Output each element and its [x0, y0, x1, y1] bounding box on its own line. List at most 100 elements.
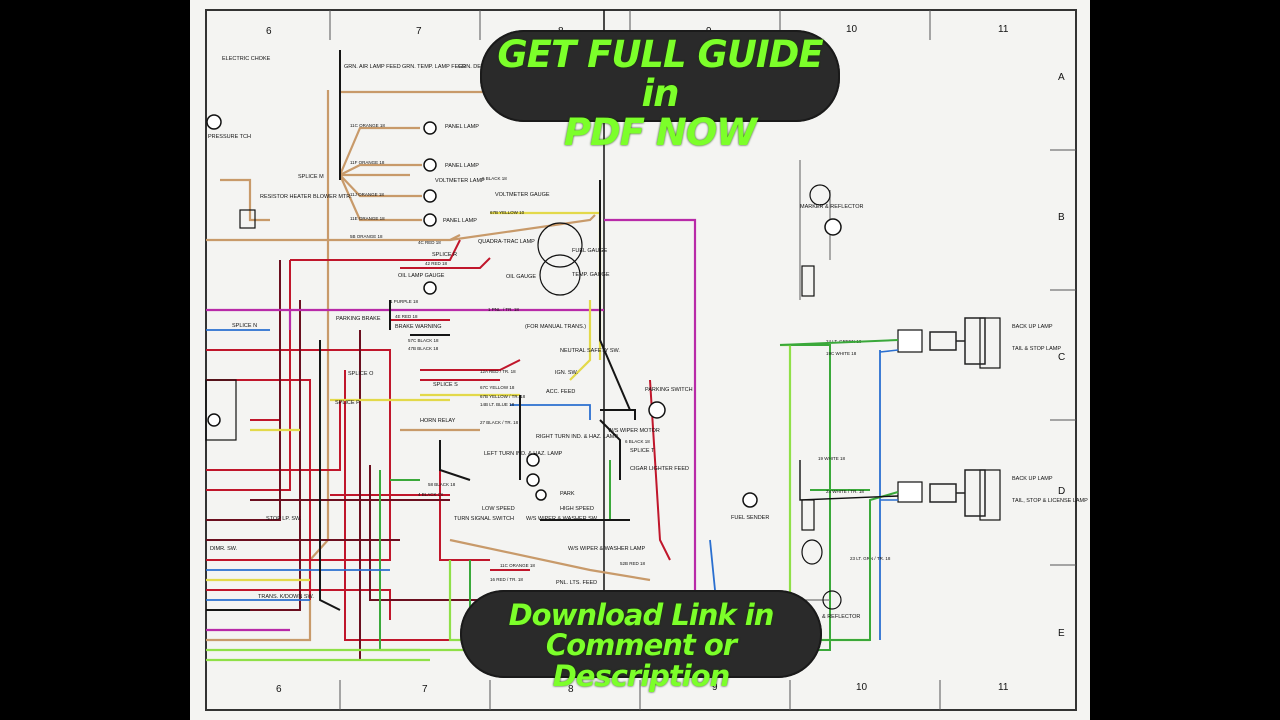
label-grn-air-lamp: GRN. AIR LAMP FEED: [344, 64, 401, 70]
row-label-e: E: [1058, 628, 1065, 639]
col-label-top-10: 10: [846, 24, 858, 35]
label-splice-m: SPLICE M: [298, 174, 324, 180]
col-label-bottom-9: 9: [712, 682, 718, 693]
label-oil-lamp-gauge: OIL LAMP GAUGE: [398, 273, 445, 279]
gray-wires: [790, 160, 831, 601]
wire-label-7: 4E RED 18: [395, 314, 418, 319]
label-ws-wiper-washer-lamp: W/S WIPER & WASHER LAMP: [568, 546, 645, 552]
banner-top-line-2: PDF NOW: [563, 110, 757, 154]
col-label-top-6: 6: [266, 26, 272, 37]
wire-label-26: 67B YELLOW 10: [490, 210, 525, 215]
orange-wires: [206, 90, 651, 642]
banner-top-line-1: GET FULL GUIDE in: [497, 33, 823, 115]
wire-label-2: 11F ORANGE 18: [350, 160, 385, 165]
col-label-bottom-10: 10: [856, 682, 868, 693]
lamp-symbols: [206, 114, 842, 508]
wire-label-21: 19 WHITE 18: [818, 456, 846, 461]
wire-label-29: 11C ORANGE 18: [500, 563, 535, 568]
label-acc-feed: ACC. FEED: [546, 389, 575, 395]
label-trans-kickdown: TRANS. K/DOWN SW.: [258, 594, 314, 600]
label-brake-warning: BRAKE WARNING: [395, 324, 442, 330]
label-oil-gauge: OIL GAUGE: [506, 274, 536, 280]
banner-bottom-line-1: Download Link in: [508, 598, 775, 632]
get-full-guide-banner[interactable]: GET FULL GUIDE in PDF NOW: [480, 30, 840, 152]
label-voltmeter-gauge: VOLTMETER GAUGE: [495, 192, 550, 198]
wire-label-1: 11C ORANGE 18: [350, 123, 385, 128]
diagram-border: [205, 9, 1077, 711]
wire-label-3: 11J ORANGE 18: [350, 192, 384, 197]
label-splice-s: SPLICE S: [433, 382, 458, 388]
label-left-turn: LEFT TURN IND. & HAZ. LAMP: [484, 451, 563, 457]
wire-label-30: 16 RED / TR. 18: [490, 577, 523, 582]
maroon-wires: [206, 260, 490, 660]
banner-bottom-line-2: Comment or Description: [545, 628, 737, 693]
label-cigar-lighter: CIGAR LIGHTER FEED: [630, 466, 689, 472]
purple-wires: [206, 218, 697, 680]
col-label-bottom-6: 6: [276, 684, 282, 695]
label-back-up-lamp-2: BACK UP LAMP: [1012, 476, 1053, 482]
col-label-bottom-7: 7: [422, 684, 428, 695]
label-voltmeter-lamp: VOLTMETER LAMP: [435, 178, 485, 184]
col-label-bottom-8: 8: [568, 684, 574, 695]
label-pnl-lts-feed: PNL. LTS. FEED: [556, 580, 597, 586]
label-tail-stop-lamp: TAIL & STOP LAMP: [1012, 346, 1061, 352]
label-parking-brake: PARKING BRAKE: [336, 316, 381, 322]
label-neutral-safety: NEUTRAL SAFETY SW.: [560, 348, 620, 354]
download-link-banner[interactable]: Download Link in Comment or Description: [460, 590, 822, 691]
wire-label-24: 4 BLACK 18: [418, 492, 443, 497]
label-ign-sw: IGN. SW.: [555, 370, 578, 376]
label-splice-t: SPLICE T: [630, 448, 655, 454]
label-dimr-sw: DIMR. SW.: [210, 546, 238, 552]
wire-label-17: 27 BLACK / TR. 18: [480, 420, 519, 425]
wire-label-5: 5B ORANGE 18: [350, 234, 383, 239]
label-back-up-lamp-1: BACK UP LAMP: [1012, 324, 1053, 330]
label-temp-gauge: TEMP. GAUGE: [572, 272, 610, 278]
label-quadra-trac: QUADRA-TRAC LAMP: [478, 239, 535, 245]
row-label-b: B: [1058, 212, 1065, 223]
wire-label-15: 67B YELLOW / TR. 18: [480, 394, 526, 399]
label-right-turn: RIGHT TURN IND. & HAZ. LAMP: [536, 434, 618, 440]
wire-label-10: 1 PNL. / TR. 18: [488, 307, 519, 312]
label-marker-reflector-top: MARKER & REFLECTOR: [800, 204, 863, 210]
row-label-d: D: [1058, 486, 1065, 497]
wire-label-23: 6 BLACK 18: [625, 439, 650, 444]
label-high-speed: HIGH SPEED: [560, 506, 594, 512]
label-grn-temp-lamp: GRN. TEMP. LAMP FEED: [402, 64, 466, 70]
wire-label-9: 1 PURPLE 18: [390, 299, 419, 304]
label-resistor-heater: RESISTOR HEATER BLOWER MTR.: [260, 194, 352, 200]
wire-label-19: 19C WHITE 18: [826, 351, 857, 356]
label-stop-lp: STOP LP. SW.: [266, 516, 302, 522]
wiring-diagram: 6 7 8 9 10 11 6 7 8 9 10 11 A B C D E: [205, 9, 1088, 711]
right-letterbox: [1090, 0, 1280, 720]
label-ws-wiper-motor: W/S WIPER MOTOR: [608, 428, 660, 434]
wire-label-6: 4C RED 18: [418, 240, 441, 245]
wire-label-12: 57C BLACK 18: [408, 338, 439, 343]
col-label-bottom-11: 11: [998, 682, 1009, 693]
label-turn-signal: TURN SIGNAL SWITCH: [454, 516, 514, 522]
label-splice-p: SPLICE P: [335, 400, 360, 406]
wire-label-27: 6 BLACK 18: [482, 176, 507, 181]
black-wires: [206, 50, 636, 611]
col-label-top-11: 11: [998, 24, 1009, 35]
label-splice-r: SPLICE R: [432, 252, 457, 258]
label-marker-reflector-bottom: & REFLECTOR: [822, 614, 860, 620]
label-panel-lamp-1: PANEL LAMP: [445, 124, 479, 130]
label-horn-relay: HORN RELAY: [420, 418, 456, 424]
label-fuel-gauge: FUEL GAUGE: [572, 248, 608, 254]
wire-label-11: 47B BLACK 18: [408, 346, 439, 351]
label-splice-o: SPLICE O: [348, 371, 374, 377]
tail-lamp-housings: [929, 317, 986, 517]
red-wires: [206, 239, 671, 641]
row-label-a: A: [1058, 72, 1065, 83]
row-label-c: C: [1058, 352, 1065, 363]
label-low-speed: LOW SPEED: [482, 506, 515, 512]
wire-label-22: 52B RED 18: [620, 561, 646, 566]
wire-label-8: 42 RED 18: [425, 261, 448, 266]
label-parking-switch: PARKING SWITCH: [645, 387, 693, 393]
label-pressure-switch: PRESSURE TCH: [208, 134, 251, 140]
label-park: PARK: [560, 491, 575, 497]
label-tail-stop-license: TAIL, STOP & LICENSE LAMP: [1012, 498, 1088, 504]
wire-label-13: 12A RED / TR. 18: [480, 369, 516, 374]
label-manual-trans: (FOR MANUAL TRANS.): [525, 324, 586, 330]
